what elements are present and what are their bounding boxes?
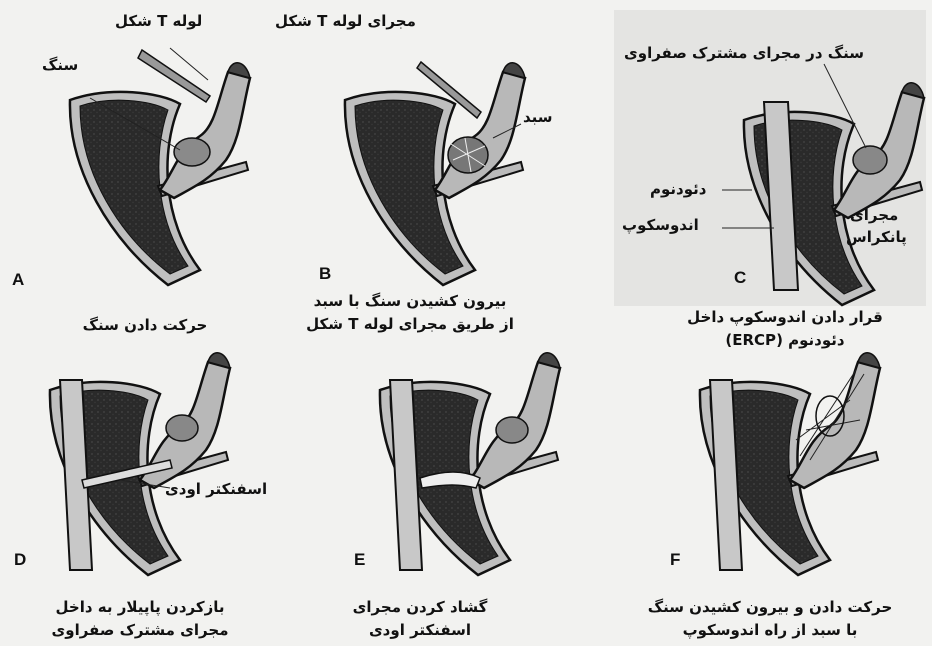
caption-c-line-2: دئودنوم (ERCP) — [640, 329, 930, 352]
caption-e: گشاد کردن مجرای اسفنکتر اودی — [330, 596, 510, 642]
caption-d-line-2: مجرای مشترک صفراوی — [20, 619, 260, 642]
label-pancreatic-duct-2: پانکراس — [846, 228, 907, 246]
caption-f-line-2: با سبد از راه اندوسکوپ — [620, 619, 920, 642]
caption-e-line-1: گشاد کردن مجرای — [330, 596, 510, 619]
label-stone-in-duct: سنگ در مجرای مشترک صفراوی — [624, 44, 864, 62]
label-endoscope: اندوسکوپ — [622, 216, 699, 234]
label-pancreatic-duct-1: مجرای — [850, 206, 898, 224]
panel-e-illustration — [350, 360, 610, 580]
caption-e-line-2: اسفنکتر اودی — [330, 619, 510, 642]
panel-letter-f: F — [670, 550, 680, 570]
label-sphincter: اسفنکتر اودی — [165, 480, 267, 498]
panel-f-illustration — [660, 360, 920, 580]
panel-c: سنگ در مجرای مشترک صفراوی دئودنوم اندوسک… — [614, 10, 926, 306]
label-t-tube: لوله T شکل — [115, 12, 202, 30]
panel-letter-a: A — [12, 270, 24, 290]
panel-e: E — [350, 360, 610, 580]
label-duodenum: دئودنوم — [650, 180, 706, 198]
panel-a: لوله T شکل سنگ A — [20, 20, 280, 320]
label-stone: سنگ — [42, 56, 78, 74]
label-t-tube-duct: مجرای لوله T شکل — [275, 12, 416, 30]
panel-d: اسفنکتر اودی D — [20, 360, 300, 580]
caption-b-line-1: بیرون کشیدن سنگ با سبد — [270, 290, 550, 313]
caption-f: حرکت دادن و بیرون کشیدن سنگ با سبد از را… — [620, 596, 920, 642]
panel-b-illustration — [325, 20, 595, 300]
panel-letter-b: B — [319, 264, 331, 284]
panel-letter-d: D — [14, 550, 26, 570]
caption-a-line-1: حرکت دادن سنگ — [45, 314, 245, 337]
caption-d: بازکردن پاپیلار به داخل مجرای مشترک صفرا… — [20, 596, 260, 642]
caption-c: قرار دادن اندوسکوپ داخل دئودنوم (ERCP) — [640, 306, 930, 352]
panel-f: F — [660, 360, 920, 580]
label-basket: سبد — [523, 108, 553, 126]
caption-f-line-1: حرکت دادن و بیرون کشیدن سنگ — [620, 596, 920, 619]
panel-letter-e: E — [354, 550, 365, 570]
panel-d-illustration — [20, 360, 300, 580]
caption-a: حرکت دادن سنگ — [45, 314, 245, 337]
caption-c-line-1: قرار دادن اندوسکوپ داخل — [640, 306, 930, 329]
panel-letter-c: C — [734, 268, 746, 288]
caption-b: بیرون کشیدن سنگ با سبد از طریق مجرای لول… — [270, 290, 550, 336]
caption-d-line-1: بازکردن پاپیلار به داخل — [20, 596, 260, 619]
panel-b: مجرای لوله T شکل سبد B — [325, 20, 595, 300]
caption-b-line-2: از طریق مجرای لوله T شکل — [270, 313, 550, 336]
